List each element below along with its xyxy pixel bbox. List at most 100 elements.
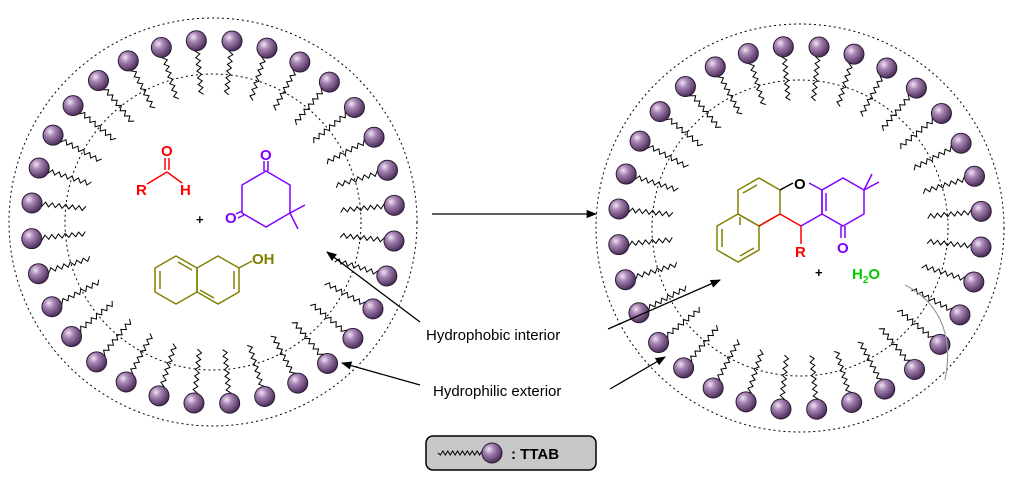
product-o-ring: O [794,176,806,193]
surfactant [927,200,992,222]
surfactant [772,36,794,101]
grey-curve [904,284,949,381]
surfactant [922,165,986,194]
surfactant [183,348,205,414]
surfactant [834,350,863,414]
surfactant [270,335,309,394]
surfactant [629,130,689,168]
surfactant [291,322,339,374]
surfactant [878,328,926,380]
naphthol-molecule [154,255,253,305]
legend: : TTAB [425,435,597,471]
surfactant [86,318,132,373]
surfactant [247,344,276,408]
surfactant [185,30,207,95]
surfactant [900,102,952,150]
left-micelle: R O H + O O OH [8,17,418,427]
surfactant [324,282,384,320]
surfactant [309,303,364,349]
surfactant [115,333,153,393]
surfactant [836,43,865,107]
left-plus-label: + [196,212,204,227]
surfactant [21,228,86,250]
surfactant [649,101,704,147]
aldehyde-o-label: O [161,143,173,160]
hydrophobic-arrow-right [607,279,721,330]
aldehyde-molecule [146,158,183,185]
surfactant [41,279,100,318]
surfactant [340,194,405,216]
surfactant [628,285,687,324]
aldehyde-r-label: R [136,182,147,199]
surfactant [808,36,830,102]
surfactant [42,124,102,162]
right-plus-label: + [815,265,823,280]
surfactant [608,234,673,256]
surfactant [857,341,896,400]
surfactant [28,157,92,186]
right-micelle-boundary [595,23,1005,433]
surfactant [61,300,113,348]
surfactant [806,355,828,420]
left-micelle-boundary [8,17,418,427]
surfactant [702,339,740,399]
surfactant [735,349,764,413]
naphthol-oh-label: OH [252,251,275,268]
hydrophilic-arrow-left [340,361,421,386]
water-label: H2O [852,266,880,286]
hydrophilic-label: Hydrophilic exterior [433,383,561,400]
surfactant [249,37,278,101]
surfactant [150,36,179,100]
water-sub: 2 [863,275,869,286]
left-micelle-core-boundary [64,73,362,371]
surfactant [294,71,340,126]
surfactant [926,236,992,258]
dimedone-o-top: O [260,147,272,164]
surfactant [770,354,792,420]
surfactant [273,51,311,111]
surfactant [221,30,243,96]
surfactant [117,50,156,109]
dimedone-o-left: O [225,210,237,227]
surfactant [62,95,117,141]
surfactant [614,262,678,291]
surfactant [313,96,365,144]
surfactant [921,264,985,293]
surfactant [860,57,898,117]
water-o: O [868,266,880,283]
surfactant [608,198,674,220]
hydrophobic-label: Hydrophobic interior [426,327,560,344]
right-surfactant-ring [608,36,992,420]
surfactant [339,230,405,252]
right-micelle: O O R + H2O [595,23,1005,433]
hydrophilic-arrow-right [609,356,666,390]
surfactant [913,132,972,171]
surfactant [911,288,971,326]
surfactant [673,324,719,379]
water-h: H [852,266,863,283]
aldehyde-h-label: H [180,182,191,199]
hydrophobic-arrow-left [326,251,421,323]
surfactant [615,163,679,192]
surfactant [27,256,91,285]
surfactant-icon [437,442,503,464]
product-molecule [716,173,880,263]
legend-label: : TTAB [511,446,559,463]
surfactant [896,309,951,355]
surfactant [21,192,87,214]
right-micelle-core-boundary [651,79,949,377]
product-r-label: R [795,244,806,261]
surfactant [219,349,241,414]
surfactant [737,42,766,106]
surfactant [326,126,385,165]
legend-box [425,435,597,471]
surfactant [335,159,399,188]
surfactant [704,56,743,115]
surfactant [648,306,700,354]
surfactant [148,343,177,407]
left-surfactant-ring [21,30,405,414]
surfactant [881,77,927,132]
surfactant [674,76,722,128]
surfactant [87,70,135,122]
